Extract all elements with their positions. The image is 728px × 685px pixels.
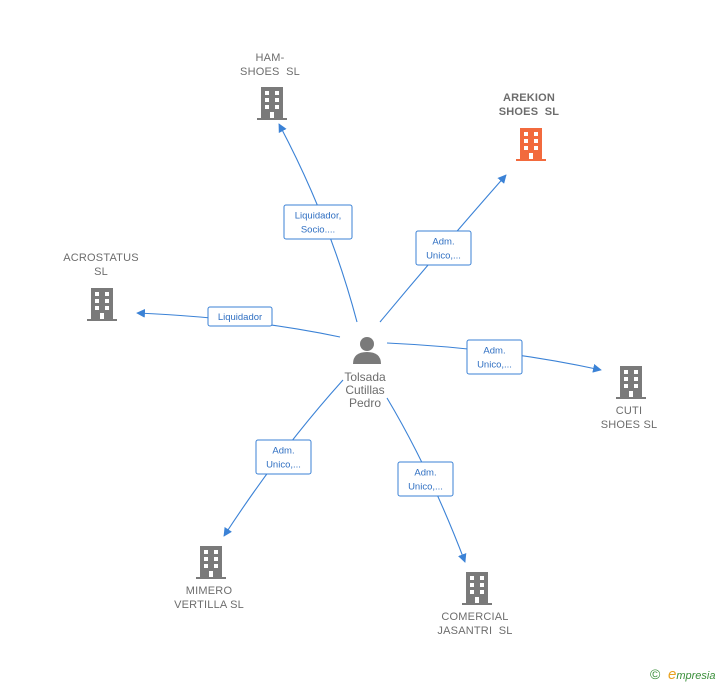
person-name[interactable]: Tolsada — [344, 370, 386, 384]
edge-label-box[interactable] — [255, 439, 312, 475]
company-name[interactable]: CUTI — [616, 405, 642, 417]
edge-label-text: Unico,... — [426, 251, 461, 262]
person-name[interactable]: Cutillas — [345, 383, 384, 397]
company-node-acrostatus[interactable]: ACROSTATUS SL — [63, 252, 139, 321]
edge-acrostatus[interactable]: Liquidador — [136, 306, 341, 338]
edge-label-text: Unico,... — [477, 360, 512, 371]
company-name[interactable]: SHOES SL — [601, 419, 658, 431]
building-icon — [462, 572, 492, 605]
company-node-ham[interactable]: HAM- SHOES SL — [240, 52, 300, 120]
edge-label-box[interactable] — [415, 230, 472, 266]
company-node-cuti[interactable]: CUTI SHOES SL — [601, 366, 658, 431]
company-name[interactable]: SL — [94, 266, 108, 278]
edge-ham[interactable]: Liquidador, Socio.... — [278, 123, 358, 323]
company-node-arekion[interactable]: AREKION SHOES SL — [499, 92, 560, 161]
company-name[interactable]: COMERCIAL — [441, 611, 508, 623]
company-name[interactable]: HAM- — [256, 52, 285, 64]
edge-label-box[interactable] — [397, 461, 454, 497]
company-name[interactable]: VERTILLA SL — [174, 599, 244, 611]
person-icon — [353, 337, 381, 364]
edge-label-text: Socio.... — [301, 225, 335, 236]
edges-layer: Liquidador, Socio.... Adm. Unico,... Liquida… — [136, 123, 602, 563]
building-icon — [616, 366, 646, 399]
brand-name: empresia — [668, 666, 715, 683]
edge-label-box[interactable] — [207, 306, 273, 327]
building-icon — [196, 546, 226, 579]
edge-cuti[interactable]: Adm. Unico,... — [386, 339, 602, 375]
company-name[interactable]: SHOES SL — [240, 66, 300, 78]
company-name[interactable]: MIMERO — [186, 585, 233, 597]
company-name[interactable]: JASANTRI SL — [437, 625, 512, 637]
empresia-logo: © empresia — [650, 666, 715, 683]
copyright-icon: © — [650, 666, 661, 682]
edge-label-box[interactable] — [283, 204, 353, 240]
nodes-layer: HAM- SHOES SL AREKION SHOES SL ACROSTATUS SL C… — [63, 52, 657, 637]
edge-label-text: Adm. — [483, 346, 505, 357]
edge-label-text: Adm. — [272, 446, 294, 457]
building-icon — [87, 288, 117, 321]
building-icon — [516, 128, 546, 161]
building-icon — [257, 87, 287, 120]
edge-label-box[interactable] — [466, 339, 523, 375]
edge-label-text: Liquidador, — [295, 211, 341, 222]
edge-label-text: Unico,... — [266, 460, 301, 471]
edge-label-text: Adm. — [414, 468, 436, 479]
company-name[interactable]: ACROSTATUS — [63, 252, 139, 264]
company-name[interactable]: AREKION — [503, 92, 555, 104]
edge-label-text: Adm. — [432, 237, 454, 248]
company-node-mimero[interactable]: MIMERO VERTILLA SL — [174, 546, 244, 611]
edge-arekion[interactable]: Adm. Unico,... — [379, 174, 507, 323]
person-name[interactable]: Pedro — [349, 396, 381, 410]
edge-mimero[interactable]: Adm. Unico,... — [223, 379, 344, 537]
edge-comercial[interactable]: Adm. Unico,... — [386, 397, 467, 563]
company-node-comercial[interactable]: COMERCIAL JASANTRI SL — [437, 572, 512, 637]
edge-label-text: Unico,... — [408, 482, 443, 493]
edge-label-text: Liquidador — [218, 312, 262, 323]
company-name[interactable]: SHOES SL — [499, 106, 560, 118]
